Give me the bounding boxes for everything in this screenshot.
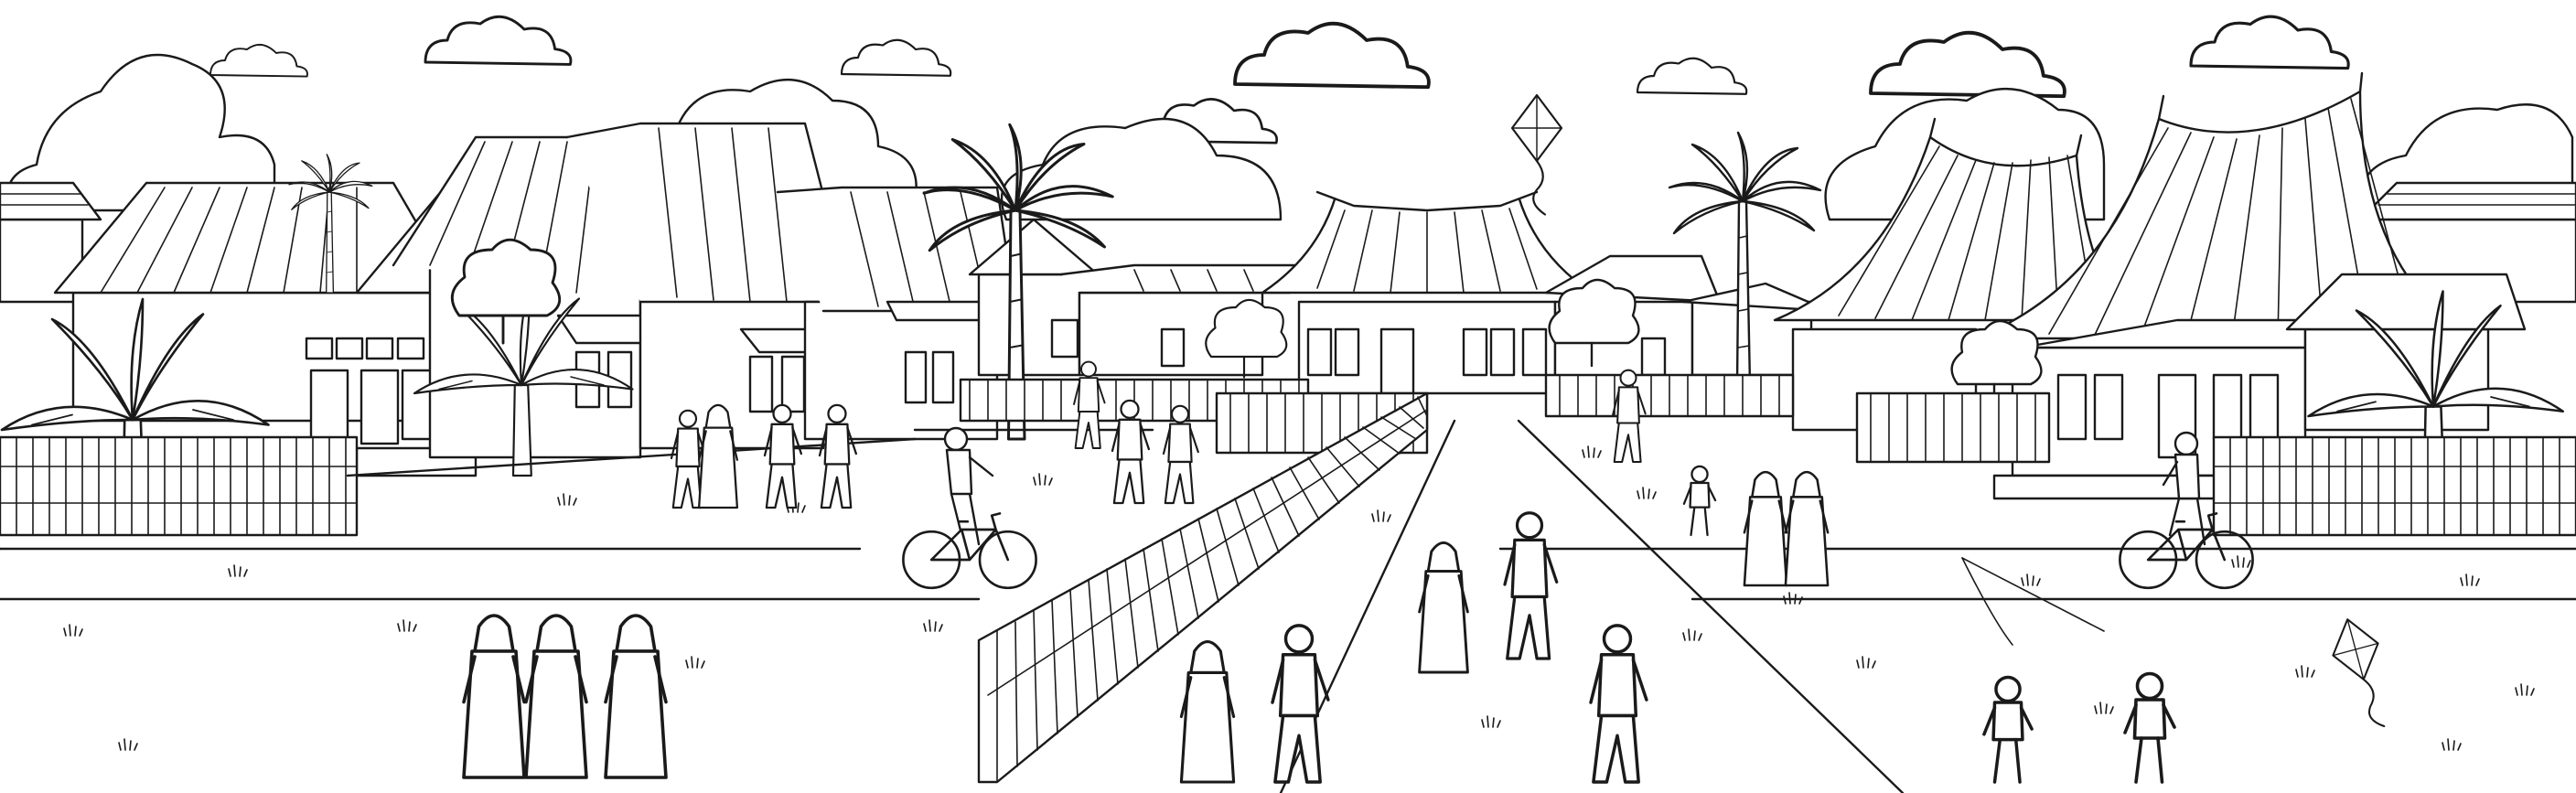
walking-person-icon bbox=[462, 614, 668, 779]
road-icon bbox=[0, 419, 2576, 793]
cyclist-icon bbox=[2119, 431, 2254, 590]
bamboo-fence-icon bbox=[977, 391, 1429, 784]
traditional-roof-house-icon bbox=[1261, 190, 1594, 395]
kite-string bbox=[1961, 557, 2013, 646]
traditional-roof-house-icon bbox=[1773, 71, 2527, 500]
bamboo-fence-icon bbox=[2212, 435, 2576, 537]
kite-string bbox=[1961, 557, 2105, 632]
bamboo-fence-icon bbox=[959, 373, 2051, 464]
bamboo-fence-icon bbox=[0, 435, 359, 537]
walking-person-icon bbox=[1743, 470, 1830, 587]
cyclist-icon bbox=[902, 426, 1037, 590]
house-icon bbox=[53, 122, 1301, 477]
